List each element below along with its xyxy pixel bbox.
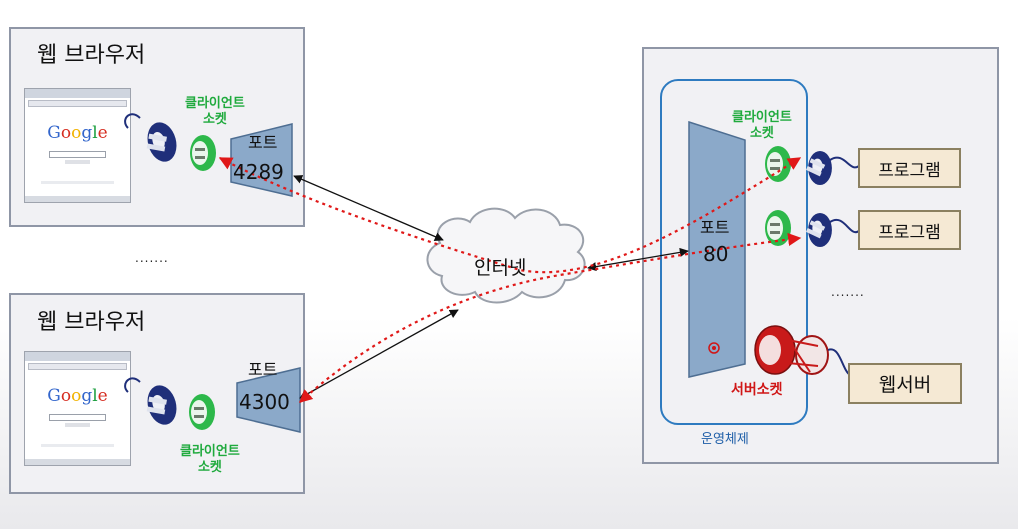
browser-ellipsis: .......	[135, 251, 169, 265]
socket-icon	[765, 210, 791, 246]
internet-cloud	[426, 207, 586, 304]
internet-label: 인터넷	[474, 257, 527, 279]
socket-icon	[765, 146, 791, 182]
port-shape-bottom	[236, 367, 301, 433]
program-box-2: 프로그램	[858, 210, 961, 250]
browser-title-top: 웹 브라우저	[37, 43, 146, 68]
os-label: 운영체제	[701, 432, 749, 447]
google-logo: Google	[47, 123, 108, 143]
link-arrow	[587, 247, 689, 272]
client-socket-label-bottom: 클라이언트 소켓	[180, 444, 240, 476]
port-label-top: 포트	[248, 133, 278, 152]
google-logo: Google	[47, 386, 108, 406]
socket-icon	[189, 394, 215, 430]
port-number-bottom: 4300	[239, 390, 290, 414]
web-server-box: 웹서버	[848, 363, 962, 404]
plug-icon	[140, 382, 181, 429]
server-socket-icon	[754, 325, 851, 376]
program-ellipsis: .......	[831, 285, 865, 299]
browser-screenshot-top: Google	[24, 88, 131, 203]
server-port-label: 포트	[700, 218, 730, 237]
program-box-1: 프로그램	[858, 148, 961, 188]
plug-icon	[805, 213, 832, 247]
server-port-number: 80	[703, 242, 729, 266]
port-label-bottom: 포트	[248, 360, 278, 379]
server-socket-label: 서버소켓	[731, 382, 783, 398]
browser-screenshot-bottom: Google	[24, 351, 131, 466]
server-client-socket-label: 클라이언트 소켓	[732, 110, 792, 142]
browser-title-bottom: 웹 브라우저	[37, 310, 146, 335]
port-number-top: 4289	[233, 160, 284, 184]
logo-part: G	[47, 123, 61, 143]
plug-icon	[805, 151, 832, 185]
client-socket-label-top: 클라이언트 소켓	[185, 96, 245, 128]
connection-path	[299, 232, 802, 403]
plug-icon	[140, 119, 181, 166]
connection-path	[218, 157, 802, 274]
link-arrow	[299, 309, 459, 399]
socket-icon	[190, 135, 216, 171]
link-arrow	[293, 175, 444, 241]
